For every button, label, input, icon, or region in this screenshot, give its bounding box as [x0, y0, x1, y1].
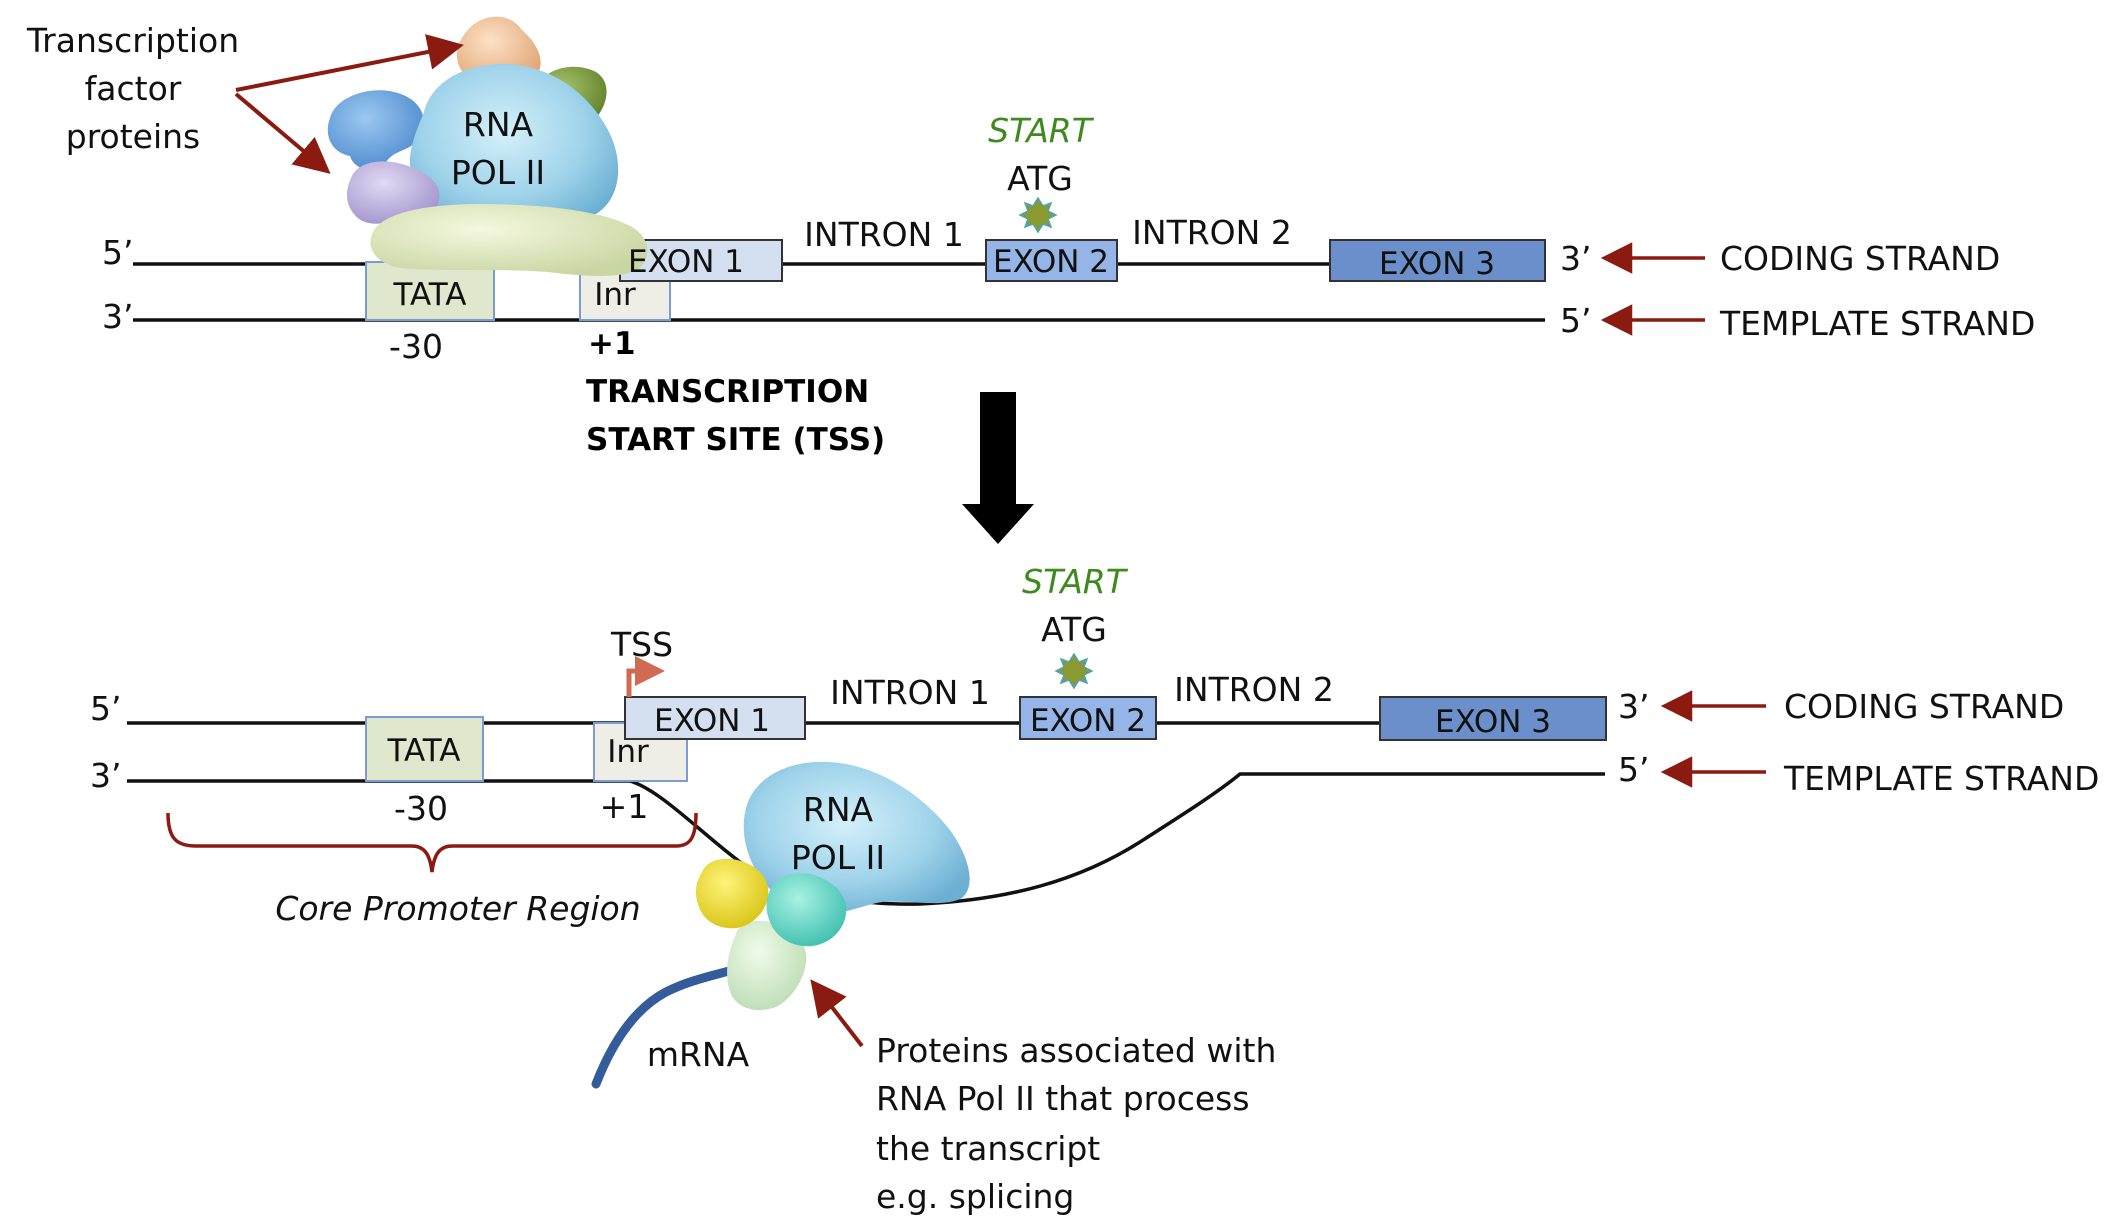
proteins-label-line4: e.g. splicing: [876, 1177, 1074, 1216]
top-tata-label: TATA: [392, 277, 466, 313]
bottom-tata-box: [365, 716, 484, 782]
bottom-five-prime-left: 5’: [90, 689, 122, 728]
bottom-tss-label: TSS: [610, 625, 673, 664]
bottom-yellow-factor-icon: [695, 858, 769, 929]
proteins-label-line2: RNA Pol II that process: [876, 1079, 1250, 1118]
bottom-plus1-label: +1: [600, 787, 649, 826]
bottom-inr-label: Inr: [607, 734, 649, 770]
bottom-pol-label-line1: RNA: [803, 790, 874, 829]
bottom-exon2-box: [1019, 696, 1157, 740]
bottom-intron1-label: INTRON 1: [830, 673, 990, 712]
top-transcription-complex: [327, 16, 648, 276]
bottom-atg-label: ATG: [1041, 610, 1107, 649]
top-coding-strand-label: CODING STRAND: [1720, 239, 2000, 278]
top-inr-label: Inr: [594, 277, 636, 313]
top-tf-label-line1: Transcription: [26, 21, 239, 60]
top-tf-label-line3: proteins: [66, 117, 201, 156]
bottom-three-prime-right: 3’: [1618, 687, 1650, 726]
down-arrow-icon: [962, 392, 1034, 544]
proteins-label-line3: the transcript: [876, 1129, 1100, 1168]
top-three-prime-right: 3’: [1560, 239, 1592, 278]
top-exon3-label: EXON 3: [1379, 246, 1495, 282]
bottom-five-prime-right: 5’: [1618, 750, 1650, 789]
top-plus1-label: +1: [588, 326, 636, 362]
top-intron1-label: INTRON 1: [804, 215, 964, 254]
top-tata-box: [365, 261, 495, 321]
top-template-strand-label: TEMPLATE STRAND: [1719, 304, 2035, 343]
mrna-label: mRNA: [647, 1035, 750, 1074]
bottom-intron2-label: INTRON 2: [1174, 670, 1334, 709]
top-minus30-label: -30: [389, 327, 443, 366]
bottom-pol-label-line2: POL II: [791, 838, 885, 877]
bottom-transcription-complex: [695, 761, 970, 1011]
bottom-exon1-box: [624, 696, 806, 740]
top-pol-label-line2: POL II: [451, 153, 545, 192]
bottom-template-strand-label: TEMPLATE STRAND: [1783, 759, 2099, 798]
top-rna-pol-ii-icon: [409, 63, 619, 233]
top-five-prime-right: 5’: [1560, 301, 1592, 340]
top-three-prime-left: 3’: [102, 297, 134, 336]
top-exon3-box: [1329, 239, 1546, 282]
top-blue-factor-icon: [327, 90, 424, 170]
bottom-panel: RNA POL II 5’ 3’ 3’ 5’ TSS TATA Inr -30 …: [90, 562, 2099, 1216]
top-tf-arrow-2: [234, 92, 331, 174]
top-tf-arrow-1: [235, 34, 464, 92]
top-exon1-label: EXON 1: [628, 244, 744, 280]
bottom-exon2-label: EXON 2: [1030, 703, 1146, 739]
top-tf-label: Transcription factor proteins: [26, 21, 239, 156]
bottom-template-strand-line: [127, 772, 1605, 906]
bottom-tata-label: TATA: [386, 733, 460, 769]
top-exon2-box: [985, 239, 1118, 282]
proteins-arrow: [810, 979, 864, 1048]
top-exon2-label: EXON 2: [993, 244, 1109, 280]
bottom-exon1-label: EXON 1: [654, 703, 770, 739]
proteins-label-line1: Proteins associated with: [876, 1031, 1276, 1070]
top-lavender-factor-icon: [347, 161, 440, 224]
top-atg-star-icon: [1018, 196, 1058, 234]
bottom-coding-strand-label: CODING STRAND: [1784, 687, 2064, 726]
bottom-teal-factor-icon: [766, 873, 847, 947]
top-intron2-label: INTRON 2: [1132, 213, 1292, 252]
top-panel: Transcription factor proteins RNA POL II…: [26, 16, 2035, 458]
top-cream-factor-icon: [370, 204, 648, 276]
core-promoter-brace: [166, 812, 698, 873]
bottom-minus30-label: -30: [394, 789, 448, 828]
top-tss-label-line1: TRANSCRIPTION: [586, 374, 869, 410]
top-tss-label-line2: START SITE (TSS): [586, 422, 885, 458]
top-atg-label: ATG: [1007, 159, 1073, 198]
top-five-prime-left: 5’: [102, 233, 134, 272]
bottom-exon3-label: EXON 3: [1435, 704, 1551, 740]
bottom-exon3-box: [1379, 696, 1607, 741]
bottom-mint-factor-icon: [727, 920, 807, 1011]
bottom-three-prime-left: 3’: [90, 756, 122, 795]
bottom-start-label: START: [1022, 562, 1129, 601]
top-pol-label-line1: RNA: [463, 105, 534, 144]
top-start-label: START: [988, 111, 1095, 150]
bottom-tss-arrow-icon: [626, 656, 665, 697]
core-promoter-label: Core Promoter Region: [275, 889, 640, 928]
bottom-atg-star-icon: [1054, 652, 1094, 690]
top-tf-label-line2: factor: [85, 69, 182, 108]
